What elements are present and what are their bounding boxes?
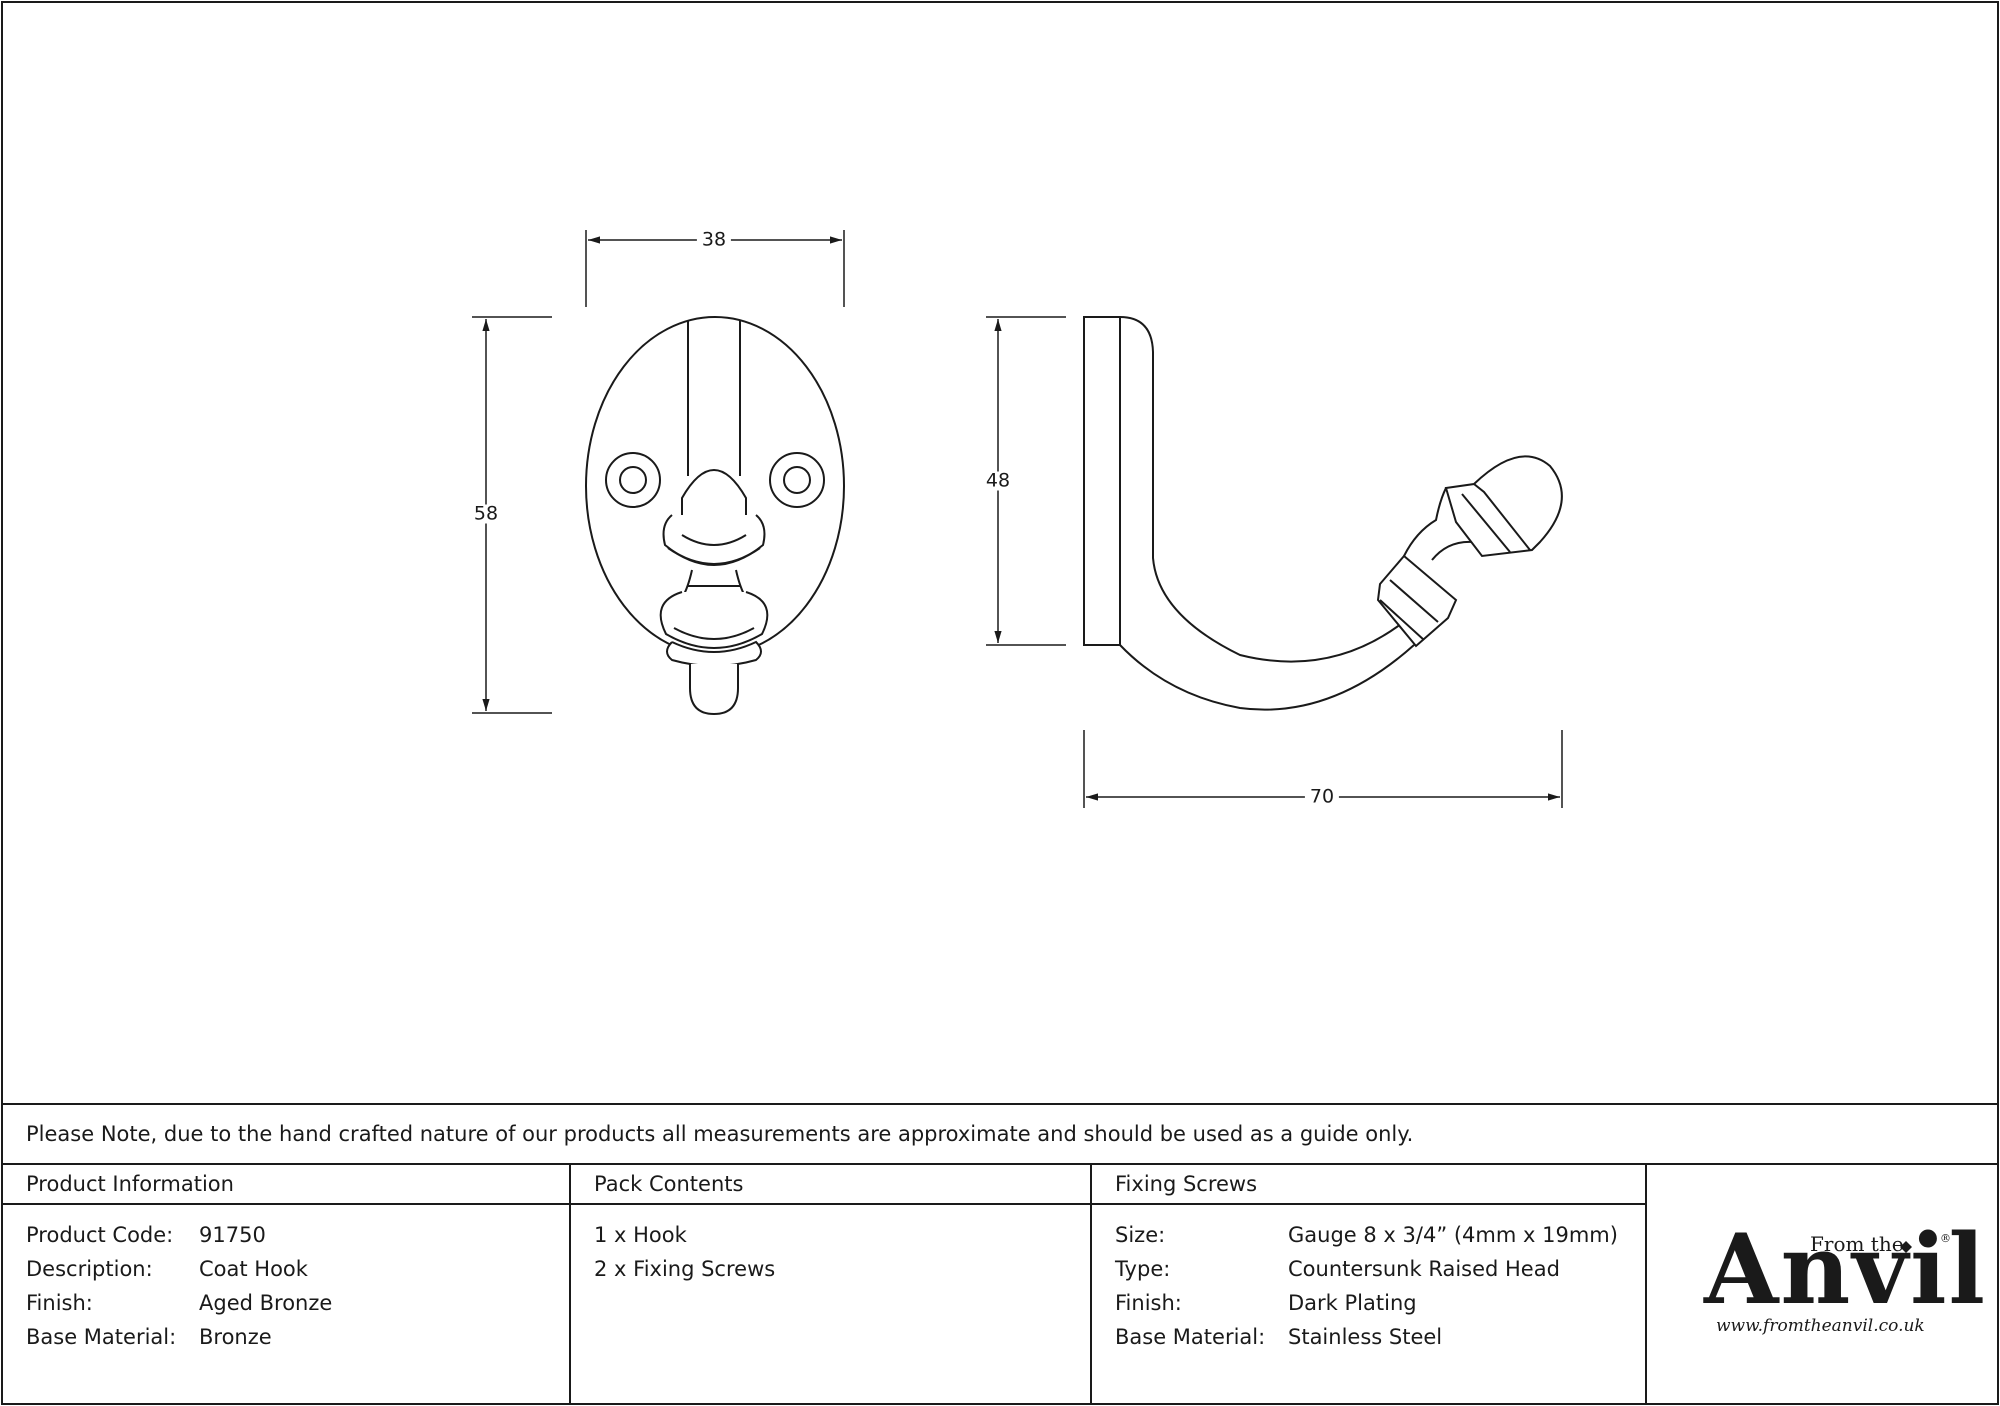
screw-size-label: Size:	[1115, 1223, 1166, 1247]
base-material-label: Base Material:	[26, 1325, 177, 1349]
side-backplate	[1083, 316, 1121, 646]
pack-item: 2 x Fixing Screws	[594, 1257, 776, 1281]
logo-diamond-icon	[1900, 1241, 1912, 1253]
screw-finish-value: Dark Plating	[1288, 1291, 1417, 1315]
logo-url: www.fromtheanvil.co.uk	[1716, 1316, 1925, 1336]
product-info-header: Product Information	[26, 1172, 234, 1196]
base-material-value: Bronze	[199, 1325, 272, 1349]
screw-material-value: Stainless Steel	[1288, 1325, 1443, 1349]
finish-value: Aged Bronze	[199, 1291, 333, 1315]
screw-size-value: Gauge 8 x 3/4” (4mm x 19mm)	[1288, 1223, 1618, 1247]
screw-type-label: Type:	[1115, 1257, 1171, 1281]
description-label: Description:	[26, 1257, 153, 1281]
logo-anvil-wordmark: Anvil	[1704, 1213, 1987, 1326]
dim-label-front-height: 58	[468, 504, 504, 524]
title-block	[2, 1103, 1998, 1404]
dim-label-side-height: 48	[980, 471, 1016, 491]
dim-label-front-width: 38	[696, 230, 732, 250]
measurement-note: Please Note, due to the hand crafted nat…	[26, 1122, 1414, 1146]
pack-contents-header: Pack Contents	[594, 1172, 744, 1196]
fixing-screws-header: Fixing Screws	[1115, 1172, 1258, 1196]
description-value: Coat Hook	[199, 1257, 308, 1281]
product-code-value: 91750	[199, 1223, 266, 1247]
screw-material-label: Base Material:	[1115, 1325, 1266, 1349]
product-code-label: Product Code:	[26, 1223, 174, 1247]
screw-hole-right	[769, 452, 825, 508]
logo-from-the: From the	[1810, 1232, 1904, 1256]
screw-hole-left	[605, 452, 661, 508]
logo-registered-mark: ®	[1940, 1232, 1951, 1245]
screw-type-value: Countersunk Raised Head	[1288, 1257, 1560, 1281]
screw-finish-label: Finish:	[1115, 1291, 1182, 1315]
side-view	[1083, 316, 1563, 711]
finish-label: Finish:	[26, 1291, 93, 1315]
front-view	[585, 316, 845, 716]
dim-label-side-depth: 70	[1304, 787, 1340, 807]
pack-item: 1 x Hook	[594, 1223, 687, 1247]
